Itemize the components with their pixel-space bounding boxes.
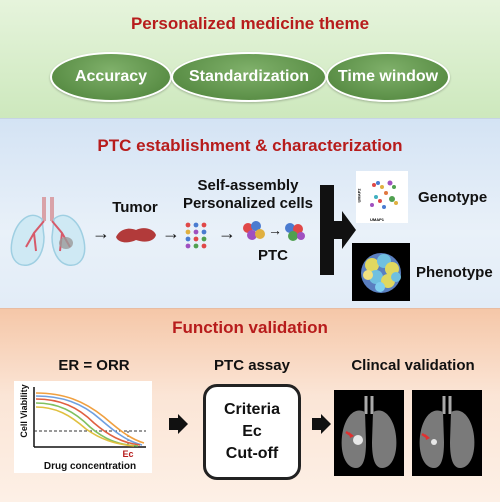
tumor-tissue-icon [116, 228, 156, 243]
assay-title: PTC assay [214, 357, 290, 374]
pill-standardization: Standardization [171, 52, 327, 102]
tumor-label: Tumor [112, 199, 158, 216]
establishment-panel: PTC establishment & characterization → T… [0, 118, 500, 308]
ptc-cluster-icon [243, 221, 305, 241]
phenotype-label: Phenotype [416, 264, 493, 281]
ec-annotation: Ec [122, 449, 133, 459]
chart-svg: Cell Viability Drug concentration Ec [19, 384, 146, 472]
lung-ct-icon [341, 396, 397, 468]
pill-time-window: Time window [326, 52, 450, 102]
cells-icon [185, 222, 207, 249]
umap-scatter-icon [370, 180, 398, 209]
thick-arrow-icon [312, 414, 331, 434]
arrow-icon: → [162, 223, 180, 243]
chart-xlabel: Drug concentration [44, 461, 136, 472]
curve-series-3 [35, 398, 141, 446]
lung-ct-icon [419, 396, 475, 468]
assay-box: Criteria Ec Cut-off [203, 384, 301, 480]
self-assembly-label: Self-assembly Personalized cells [175, 177, 321, 213]
arrow-icon: → [92, 223, 110, 243]
er-orr-label: ER = ORR [58, 357, 130, 374]
clinical-title: Clincal validation [351, 357, 475, 374]
ct-scan-left [334, 390, 404, 476]
umap-x-label: UMAP1 [370, 217, 385, 222]
establishment-title: PTC establishment & characterization [97, 136, 403, 155]
assay-cutoff: Cut-off [225, 445, 279, 462]
curve-series-1 [35, 392, 145, 444]
ptc-label: PTC [258, 247, 288, 264]
curve-series-5 [35, 406, 135, 447]
assay-criteria: Criteria [223, 401, 281, 418]
theme-title: Personalized medicine theme [130, 14, 370, 33]
branch-arrow-icon [320, 185, 356, 275]
phenotype-image [352, 243, 410, 301]
validation-title: Function validation [172, 318, 328, 337]
dose-response-chart: Cell Viability Drug concentration Ec [14, 381, 152, 473]
organoid-icon [361, 253, 401, 293]
pill-accuracy: Accuracy [50, 52, 172, 102]
umap-y-label: UMAP2 [356, 188, 362, 203]
ct-scan-right [412, 390, 482, 476]
arrow-icon: → [268, 222, 282, 238]
lungs-icon [10, 197, 86, 266]
arrow-icon: → [218, 223, 236, 243]
theme-panel: Personalized medicine theme Accuracy Sta… [0, 0, 500, 118]
genotype-umap-plot: UMAP1 UMAP2 [356, 171, 408, 223]
curve-series-2 [35, 395, 143, 446]
thick-arrow-icon [169, 414, 188, 434]
assay-ec: Ec [242, 423, 262, 440]
self-assembly-line1: Self-assembly [197, 177, 299, 194]
self-assembly-line2: Personalized cells [182, 195, 314, 212]
genotype-label: Genotype [418, 189, 488, 206]
chart-ylabel: Cell Viability [19, 384, 29, 437]
